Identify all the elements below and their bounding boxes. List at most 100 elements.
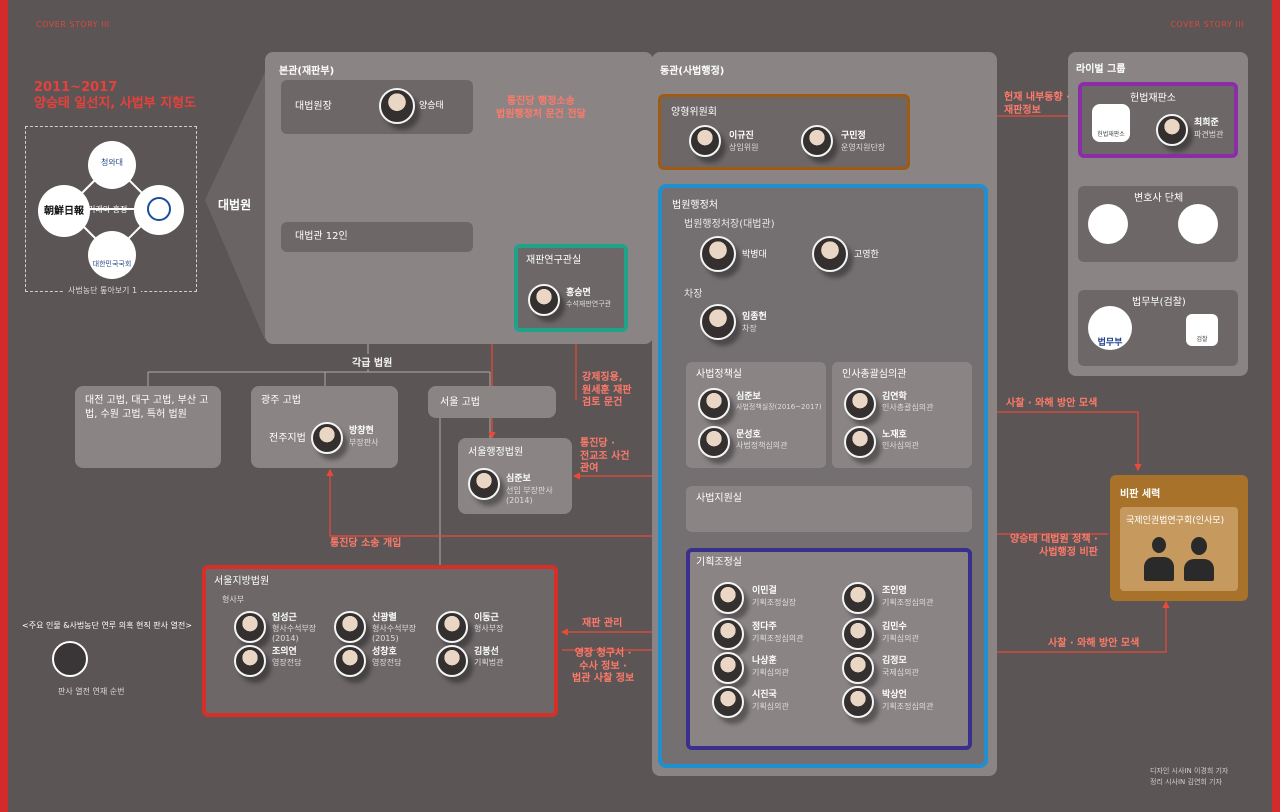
- seoul-admin-photo: [468, 468, 500, 500]
- hr-p1-photo: [844, 388, 876, 420]
- planning-person-role: 기획심의관: [752, 702, 789, 711]
- arrow-label-warrant-info: 영장 청구서 · 수사 정보 · 법관 사찰 정보: [572, 648, 635, 684]
- donggwan-title: 동관(사법행정): [660, 66, 725, 77]
- gwangju-role: 부장판사: [349, 438, 379, 447]
- hr-p2-photo: [844, 426, 876, 458]
- district-person-role-year: (2015): [372, 634, 399, 643]
- planning-person-name: 나상훈: [752, 656, 777, 666]
- legend-title: <주요 인물 &사법농단 연루 의혹 현직 판사 열전>: [22, 621, 192, 630]
- district-person-name: 김봉선: [474, 647, 499, 657]
- policy-p2-role: 사법정책심의관: [736, 441, 788, 450]
- planning-person-name: 김민수: [882, 622, 907, 632]
- bar-association-seal: [1088, 204, 1128, 244]
- title-line2: 양승태 일선지, 사법부 지형도: [34, 96, 197, 112]
- high-courts-box: 대전 고법, 대구 고법, 부산 고법, 수원 고법, 특허 법원: [75, 386, 221, 468]
- critics-inner: 국제인권법연구회(인사모): [1120, 507, 1238, 591]
- rival-title: 라이벌 그룹: [1076, 64, 1126, 75]
- chief-justice-name: 양승태: [419, 101, 444, 111]
- legend-note: 판사 열전 연재 순번: [58, 687, 125, 696]
- planning-person-photo: [842, 686, 874, 718]
- seoul-admin-name: 심준보: [506, 474, 531, 484]
- male-figure-icon: [1144, 537, 1174, 583]
- planning-person-photo: [842, 652, 874, 684]
- bluehouse-emblem: 청와대: [88, 141, 136, 189]
- district-person-photo: [234, 645, 266, 677]
- seoul-admin-role1: 선임 부장판사: [506, 486, 553, 495]
- sentencing-title: 양형위원회: [671, 107, 717, 118]
- hr-p2-name: 노재호: [882, 430, 907, 440]
- planning-person-photo: [842, 618, 874, 650]
- district-person-name: 임성근: [272, 613, 297, 623]
- arrow-label-surveillance-2: 사찰 · 와해 방안 모색: [1048, 638, 1140, 649]
- critics-title: 비판 세력: [1120, 489, 1161, 500]
- planning-person-role: 기획조정심의관: [752, 634, 804, 643]
- hr-title: 인사총괄심의관: [842, 369, 907, 380]
- hr-p2-role: 인사심의관: [882, 441, 919, 450]
- planning-person-photo: [842, 582, 874, 614]
- planning-person-role: 국제심의관: [882, 668, 919, 677]
- planning-person-role: 기획심의관: [882, 634, 919, 643]
- chief-justice-box: 대법원장 양승태: [281, 80, 473, 134]
- sentencing-p1-role: 상임위원: [729, 143, 759, 152]
- admin-chief2-photo: [812, 236, 848, 272]
- seoul-high-box: 서울 고법: [428, 386, 556, 418]
- minbyun-seal: [1178, 204, 1218, 244]
- district-person-name: 조의연: [272, 647, 297, 657]
- deputy-label: 차장: [684, 289, 703, 300]
- district-person-role-year: (2014): [272, 634, 299, 643]
- honkwan-title: 본관(재판부): [279, 66, 335, 77]
- admin-chief1-photo: [700, 236, 736, 272]
- assembly-emblem: 대한민국국회: [88, 231, 136, 279]
- planning-person-name: 이민걸: [752, 586, 777, 596]
- deputy-role: 차장: [742, 324, 757, 333]
- research-title: 재판연구관실: [526, 255, 582, 266]
- assembly-label: 대한민국국회: [92, 260, 132, 268]
- district-person-photo: [334, 611, 366, 643]
- policy-p1-role: 사법정책실장(2016~2017): [736, 403, 822, 411]
- research-name: 홍승면: [566, 288, 591, 298]
- credit-design: 디자인 시사IN 이경희 기자: [1150, 767, 1229, 775]
- bluehouse-label: 청와대: [100, 158, 124, 167]
- district-person-photo: [436, 645, 468, 677]
- planning-person-role: 기획조정심의관: [882, 702, 934, 711]
- policy-p2-name: 문성호: [736, 430, 761, 440]
- policy-p2-photo: [698, 426, 730, 458]
- district-person-name: 성창호: [372, 647, 397, 657]
- lawyers-title: 변호사 단체: [1134, 193, 1184, 204]
- deputy-name: 임종헌: [742, 312, 767, 322]
- critics-box: 비판 세력 국제인권법연구회(인사모): [1110, 475, 1248, 601]
- court-admin-title: 법원행정처: [672, 200, 718, 211]
- left-red-edge: [0, 0, 8, 812]
- policy-p1-photo: [698, 388, 730, 420]
- credit-editor: 정리 시사IN 김연희 기자: [1150, 778, 1222, 787]
- chief-justice-photo: [379, 88, 415, 124]
- arrow-label-trial-management: 재판 관리: [582, 618, 623, 629]
- district-person-photo: [436, 611, 468, 643]
- prosecution-seal: 검찰: [1186, 314, 1218, 346]
- district-person-name: 이동근: [474, 613, 499, 623]
- chosun-logo: 朝鮮日報: [38, 185, 90, 237]
- arrow-label-lawsuit-interference: 통진당 소송 개입: [330, 538, 402, 549]
- policy-title: 사법정책실: [696, 369, 742, 380]
- planning-person-role: 기획조정심의관: [882, 598, 934, 607]
- policy-p1-name: 심준보: [736, 392, 761, 402]
- seoul-district-title: 서울지방법원: [214, 576, 270, 587]
- gwangju-name: 방창현: [349, 426, 374, 436]
- research-office-box: 재판연구관실 홍승면 수석재판연구관: [514, 244, 628, 332]
- sentencing-p2-photo: [801, 125, 833, 157]
- district-person-role: 형사수석부장: [372, 624, 417, 633]
- court-emblem-ring: [147, 197, 171, 221]
- intro-caption: 사법농단 톺아보기 1: [64, 285, 142, 296]
- planning-person-photo: [712, 582, 744, 614]
- policy-office-box: 사법정책실 심준보 사법정책실장(2016~2017) 문성호 사법정책심의관: [686, 362, 826, 468]
- district-person-name: 신광렬: [372, 613, 397, 623]
- lawyers-box: 변호사 단체: [1078, 186, 1238, 262]
- right-red-edge: [1272, 0, 1280, 812]
- ministry-seal-label: 법무부: [1097, 338, 1123, 348]
- arrow-label-policy-criticism: 양승태 대법원 정책 · 사법행정 비판: [1010, 534, 1098, 558]
- title-line1: 2011~2017: [34, 80, 118, 95]
- high-courts-list: 대전 고법, 대구 고법, 부산 고법, 수원 고법, 특허 법원: [85, 395, 209, 420]
- justices-label: 대법관 12인: [295, 231, 348, 242]
- planning-person-name: 김정모: [882, 656, 907, 666]
